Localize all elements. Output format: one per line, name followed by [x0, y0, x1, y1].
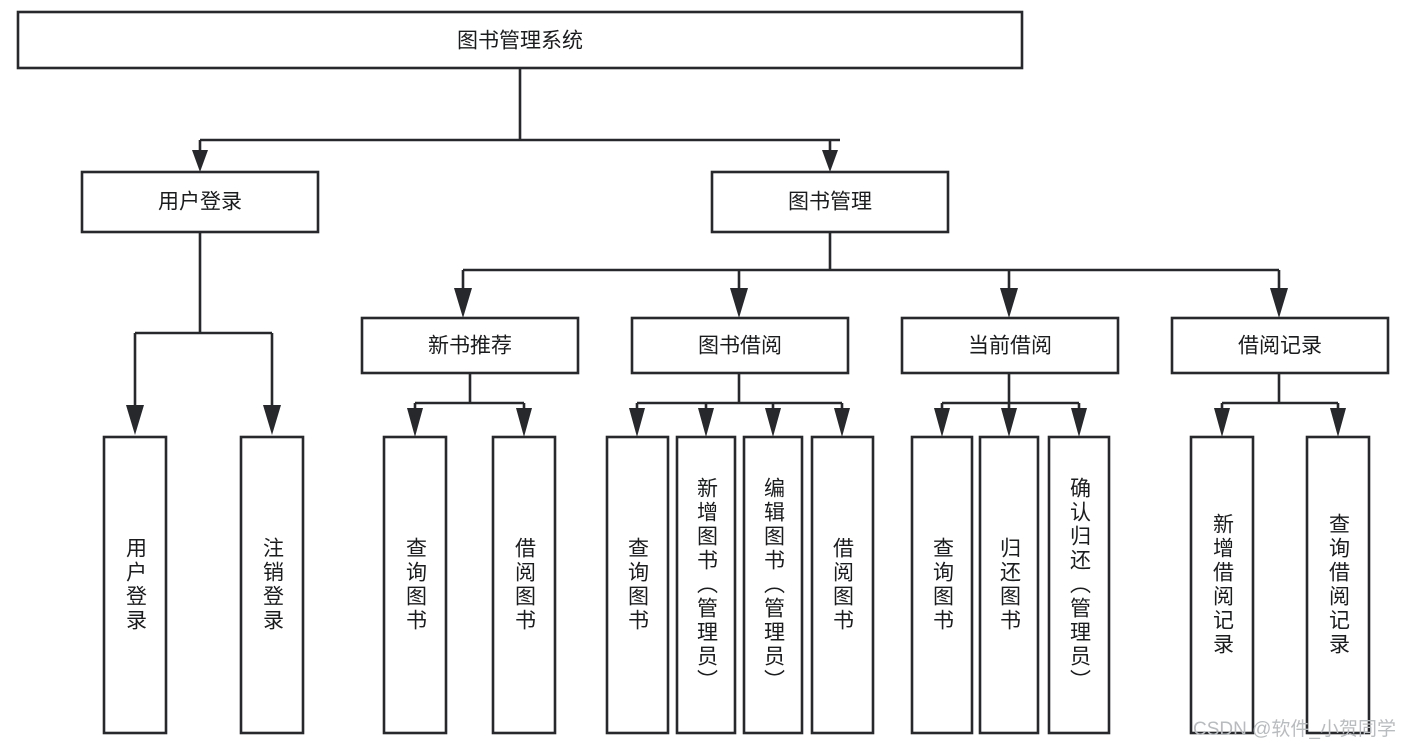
- leaf-query-book-borrow-box[interactable]: [605, 435, 670, 735]
- leaf-borrow-book-recommend[interactable]: 借阅图书: [491, 435, 557, 735]
- leaf-user-login-box[interactable]: [102, 435, 168, 735]
- leaf-query-book-borrow-label: 查询图书: [626, 537, 650, 633]
- arrow-head-leaf-query-book-b: [629, 408, 645, 437]
- leaf-add-borrow-record[interactable]: 新增借阅记录: [1189, 435, 1255, 735]
- arrow-head-user-login: [192, 150, 208, 172]
- leaf-user-login[interactable]: 用户登录: [102, 435, 168, 735]
- leaf-add-book[interactable]: 新增图书（管理员）: [675, 435, 737, 735]
- leaf-add-book-box[interactable]: [675, 435, 737, 735]
- leaf-confirm-return-box[interactable]: [1047, 435, 1111, 735]
- leaf-query-borrow-record-box[interactable]: [1305, 435, 1371, 735]
- leaf-logout-box[interactable]: [239, 435, 305, 735]
- arrow-head-current-borrow: [1000, 288, 1018, 318]
- node-book-manage-box[interactable]: [710, 170, 950, 234]
- arrow-head-leaf-confirm-return: [1071, 408, 1087, 437]
- csdn-watermark: CSDN @软件_小贺同学: [1193, 718, 1396, 740]
- node-book-borrow-box[interactable]: [630, 316, 850, 375]
- node-book-borrow-label: 图书借阅: [698, 335, 782, 358]
- arrow-head-leaf-logout: [263, 405, 281, 435]
- leaf-return-book-label: 归还图书: [998, 537, 1022, 633]
- node-book-manage-label: 图书管理: [788, 191, 872, 214]
- arrow-head-leaf-query-record: [1330, 408, 1346, 437]
- leaf-return-book-box[interactable]: [978, 435, 1040, 735]
- leaf-borrow-book-label: 借阅图书: [831, 537, 855, 633]
- leaf-query-book-current[interactable]: 查询图书: [910, 435, 974, 735]
- node-user-login-box[interactable]: [80, 170, 320, 234]
- arrow-head-borrow-record: [1270, 288, 1288, 318]
- arrow-head-leaf-query-book-c: [934, 408, 950, 437]
- arrow-head-book-manage: [822, 150, 838, 172]
- node-new-book-recommend-label: 新书推荐: [428, 335, 512, 358]
- node-borrow-record-box[interactable]: [1170, 316, 1390, 375]
- leaf-edit-book[interactable]: 编辑图书（管理员）: [742, 435, 804, 735]
- node-root-label: 图书管理系统: [457, 30, 583, 53]
- node-root[interactable]: 图书管理系统: [16, 10, 1024, 70]
- node-borrow-record-label: 借阅记录: [1238, 335, 1322, 358]
- leaf-query-borrow-record[interactable]: 查询借阅记录: [1305, 435, 1371, 735]
- arrow-head-leaf-user-login: [126, 405, 144, 435]
- node-user-login-label: 用户登录: [158, 191, 242, 214]
- arrow-head-leaf-borrow-book-a: [516, 408, 532, 437]
- arrow-head-leaf-return-book: [1001, 408, 1017, 437]
- connector-layer: [126, 68, 1346, 437]
- node-root-box[interactable]: [16, 10, 1024, 70]
- node-new-book-recommend[interactable]: 新书推荐: [360, 316, 580, 375]
- arrow-head-leaf-add-book: [698, 408, 714, 437]
- node-book-borrow[interactable]: 图书借阅: [630, 316, 850, 375]
- leaf-logout[interactable]: 注销登录: [239, 435, 305, 735]
- arrow-head-leaf-add-record: [1214, 408, 1230, 437]
- leaf-borrow-book-recommend-box[interactable]: [491, 435, 557, 735]
- arrow-head-leaf-edit-book: [765, 408, 781, 437]
- leaf-query-book-current-box[interactable]: [910, 435, 974, 735]
- leaf-query-book-recommend[interactable]: 查询图书: [382, 435, 448, 735]
- node-current-borrow-box[interactable]: [900, 316, 1120, 375]
- arrow-head-book-borrow: [730, 288, 748, 318]
- leaf-borrow-book-recommend-label: 借阅图书: [513, 537, 537, 633]
- leaf-add-borrow-record-label: 新增借阅记录: [1211, 513, 1235, 657]
- leaf-query-book-recommend-box[interactable]: [382, 435, 448, 735]
- leaf-confirm-return-label: 确认归还（管理员）: [1068, 477, 1092, 693]
- arrow-head-leaf-borrow-book-b: [834, 408, 850, 437]
- leaf-edit-book-label: 编辑图书（管理员）: [762, 477, 786, 693]
- leaf-logout-label: 注销登录: [261, 537, 285, 633]
- leaf-confirm-return[interactable]: 确认归还（管理员）: [1047, 435, 1111, 735]
- leaf-query-book-current-label: 查询图书: [931, 537, 955, 633]
- node-user-login[interactable]: 用户登录: [80, 170, 320, 234]
- leaf-return-book[interactable]: 归还图书: [978, 435, 1040, 735]
- node-book-manage[interactable]: 图书管理: [710, 170, 950, 234]
- leaf-add-book-label: 新增图书（管理员）: [695, 477, 719, 693]
- node-borrow-record[interactable]: 借阅记录: [1170, 316, 1390, 375]
- node-new-book-recommend-box[interactable]: [360, 316, 580, 375]
- arrow-head-new-book: [454, 288, 472, 318]
- leaf-borrow-book-box[interactable]: [810, 435, 875, 735]
- leaf-query-book-borrow[interactable]: 查询图书: [605, 435, 670, 735]
- node-current-borrow[interactable]: 当前借阅: [900, 316, 1120, 375]
- node-current-borrow-label: 当前借阅: [968, 335, 1052, 358]
- leaf-query-borrow-record-label: 查询借阅记录: [1327, 513, 1351, 657]
- arrow-head-leaf-query-book-a: [407, 408, 423, 437]
- leaf-user-login-label: 用户登录: [124, 537, 148, 633]
- leaf-edit-book-box[interactable]: [742, 435, 804, 735]
- leaf-borrow-book[interactable]: 借阅图书: [810, 435, 875, 735]
- leaf-add-borrow-record-box[interactable]: [1189, 435, 1255, 735]
- leaf-query-book-recommend-label: 查询图书: [404, 537, 428, 633]
